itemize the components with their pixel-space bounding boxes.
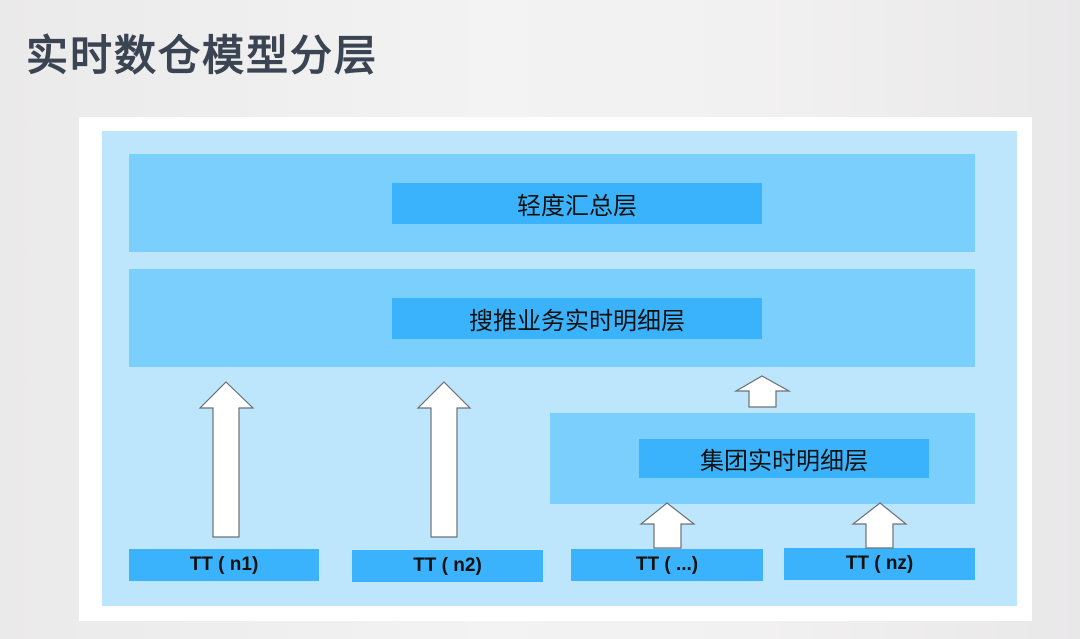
source-tt-n2: TT ( n2): [352, 550, 543, 582]
arrow-up-icon: [416, 381, 472, 538]
source-tt-ellipsis: TT ( ...): [571, 549, 763, 581]
arrow-up-icon: [198, 381, 255, 538]
page-title: 实时数仓模型分层: [26, 31, 379, 80]
light-summary-layer-label: 轻度汇总层: [392, 183, 762, 224]
search-rec-detail-layer-label: 搜推业务实时明细层: [392, 298, 762, 339]
source-tt-n1: TT ( n1): [129, 549, 319, 581]
arrow-up-icon: [851, 502, 908, 549]
group-detail-layer-label: 集团实时明细层: [639, 439, 929, 478]
arrow-up-icon: [639, 502, 696, 549]
source-tt-nz: TT ( nz): [784, 548, 975, 580]
arrow-up-icon: [733, 375, 792, 408]
